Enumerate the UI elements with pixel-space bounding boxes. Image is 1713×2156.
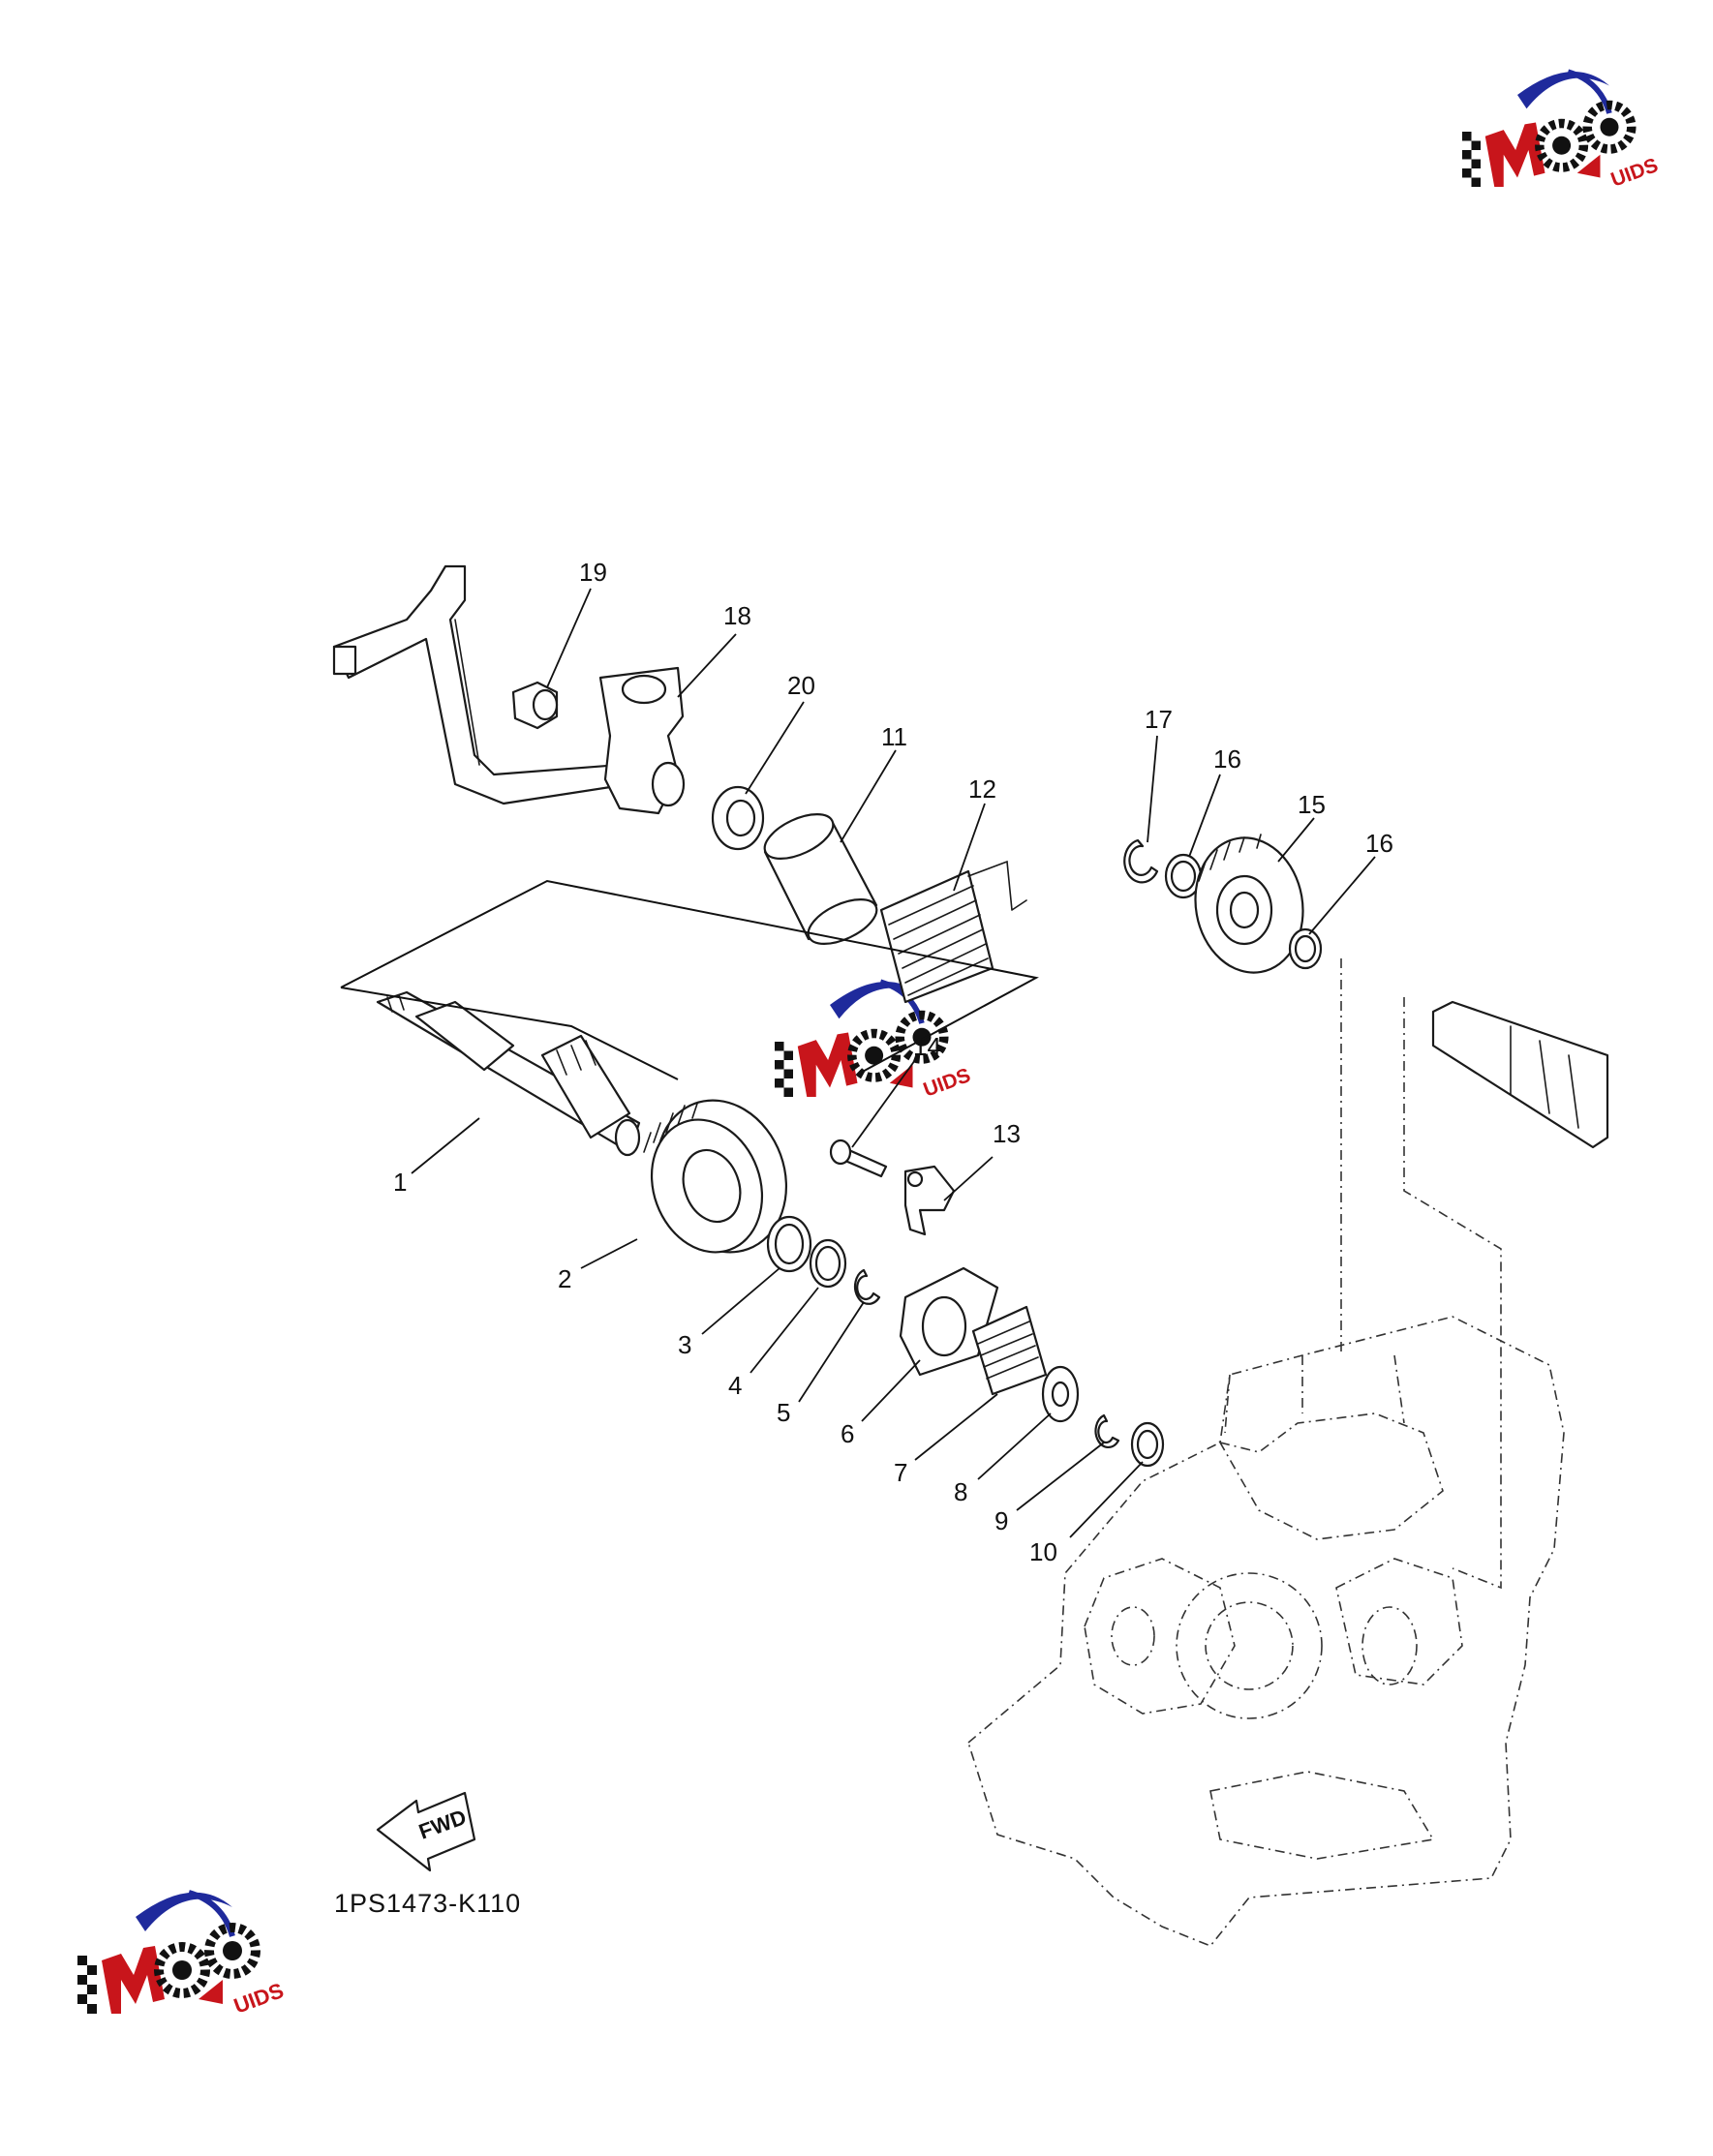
- callout-16-upper: 16: [1213, 744, 1241, 774]
- assembly-line-shaft: [1403, 997, 1502, 1590]
- callout-5: 5: [777, 1398, 790, 1427]
- washer-8: [1041, 1365, 1080, 1423]
- callout-1: 1: [393, 1168, 407, 1197]
- callout-4: 4: [728, 1371, 742, 1400]
- washer-4: [809, 1238, 847, 1289]
- collar-11: [763, 813, 878, 945]
- callout-6: 6: [841, 1419, 854, 1448]
- watermark-logo-bottom-left: [77, 1893, 287, 2019]
- idle-gear-15: [1194, 834, 1304, 974]
- callout-3: 3: [678, 1330, 691, 1359]
- bolt-14: [829, 1139, 888, 1178]
- washer-16-lower: [1288, 927, 1323, 970]
- callout-labels: 1 2 3 4 5 6 7 8 9 10 11 12 13 14 15 16 1…: [393, 558, 1393, 1566]
- oil-seal-20: [711, 785, 765, 851]
- crankcase: [967, 1316, 1565, 1947]
- callout-10: 10: [1029, 1537, 1057, 1566]
- washer-10: [1130, 1421, 1165, 1468]
- kick-gear-2: [643, 1099, 788, 1254]
- circlip-17: [1123, 838, 1159, 884]
- callout-19: 19: [579, 558, 607, 587]
- transmission-shaft-partial: [1431, 1000, 1609, 1149]
- callout-8: 8: [954, 1477, 967, 1506]
- callout-7: 7: [894, 1458, 907, 1487]
- drawing-code: 1PS1473-K110: [334, 1889, 521, 1918]
- circlip-5: [853, 1268, 881, 1305]
- nut-19: [511, 681, 559, 730]
- spring-7: [971, 1305, 1048, 1396]
- callout-12: 12: [968, 774, 996, 804]
- watermark-logo-center: [775, 982, 973, 1102]
- washer-3: [766, 1215, 812, 1273]
- kick-lever: [332, 564, 686, 815]
- callout-20: 20: [787, 671, 815, 700]
- callout-11: 11: [881, 722, 907, 751]
- guide-plate-13: [903, 1165, 956, 1236]
- watermark-logo-top-right: [1462, 72, 1661, 192]
- assembly-bracket-lower: [340, 987, 679, 1080]
- circlip-9: [1094, 1413, 1120, 1449]
- callout-14: 14: [913, 1032, 941, 1061]
- callout-18: 18: [723, 601, 751, 630]
- ratchet-6: [899, 1266, 999, 1377]
- callout-16-lower: 16: [1365, 829, 1393, 858]
- forward-direction-arrow: FWD: [376, 1791, 476, 1872]
- washer-16-upper: [1164, 853, 1203, 899]
- callout-17: 17: [1145, 705, 1173, 734]
- assembly-bracket-kick: [340, 879, 1039, 1076]
- callout-13: 13: [993, 1119, 1021, 1148]
- callout-15: 15: [1298, 790, 1326, 819]
- leader-lines: [411, 588, 1376, 1538]
- torsion-spring-12: [879, 860, 1027, 1004]
- kick-axle-1: [376, 990, 641, 1157]
- callout-2: 2: [558, 1264, 571, 1293]
- callout-9: 9: [994, 1506, 1008, 1535]
